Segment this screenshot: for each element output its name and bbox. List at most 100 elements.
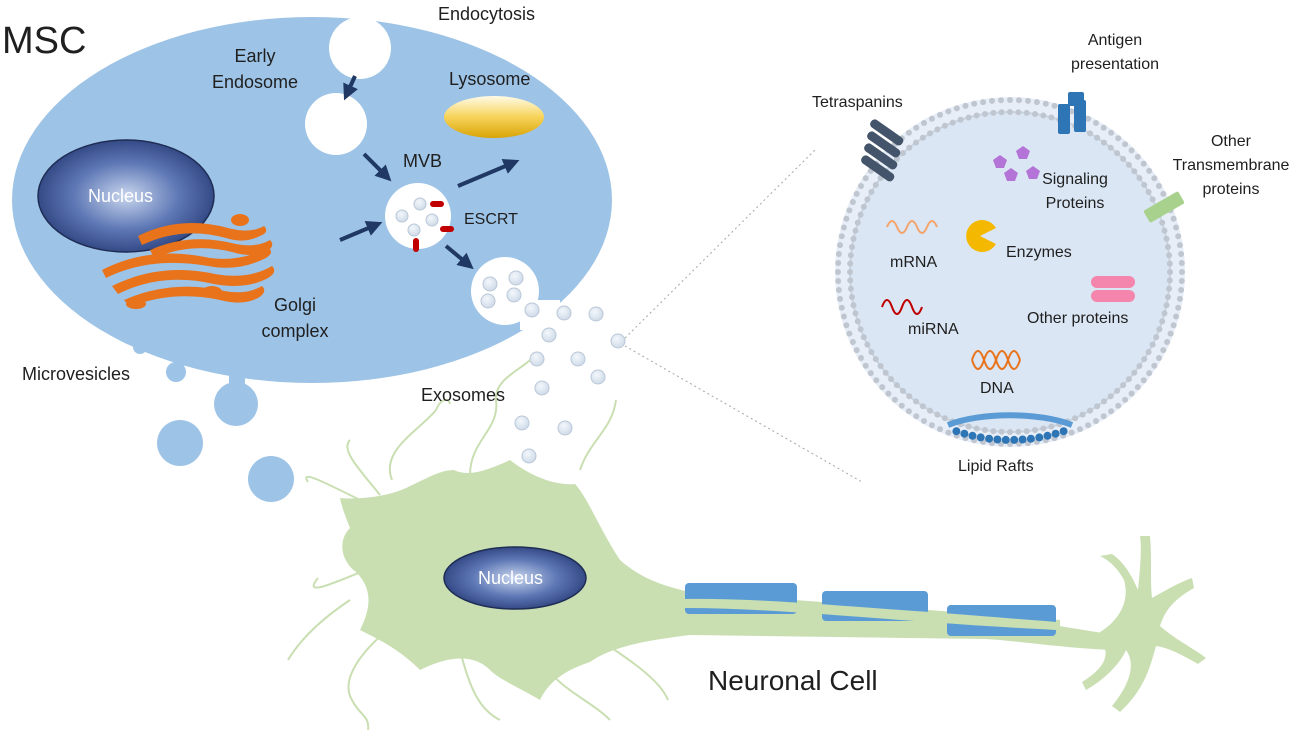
label-microvesicles: Microvesicles <box>22 364 131 384</box>
lipid-head <box>849 294 855 300</box>
lipid-head <box>1032 111 1038 117</box>
lipid-raft-head <box>1051 429 1060 438</box>
lipid-head <box>982 427 988 433</box>
exosome-budding <box>508 270 524 286</box>
lipid-head <box>843 322 850 329</box>
lipid-rafts <box>946 412 1074 428</box>
exosome <box>590 369 606 385</box>
lipid-head <box>1164 339 1171 345</box>
microvesicle <box>157 420 203 466</box>
lipid-raft-head <box>1043 431 1052 440</box>
lipid-head <box>862 362 869 369</box>
lipid-head <box>882 369 889 376</box>
lipid-raft-head <box>1035 433 1044 442</box>
lipid-head <box>1016 97 1022 104</box>
lipid-head <box>840 224 847 231</box>
lipid-head <box>1166 277 1173 284</box>
label-neuron-nucleus: Nucleus <box>478 568 544 588</box>
lipid-head <box>898 402 905 409</box>
lipid-head <box>1173 224 1180 231</box>
early-endosome <box>305 93 367 155</box>
lipid-head <box>1178 287 1185 293</box>
lipid-head <box>928 422 935 429</box>
label-golgi-line2: complex <box>261 321 329 341</box>
lipid-head <box>854 318 861 325</box>
exosome <box>534 380 550 396</box>
mvb-inner-vesicle <box>395 209 409 223</box>
lipid-head <box>1100 124 1107 131</box>
lipid-head <box>965 423 972 430</box>
exosome <box>529 351 545 367</box>
lipid-head <box>1048 114 1055 121</box>
lipid-head <box>919 134 926 141</box>
label-lysosome: Lysosome <box>449 69 531 89</box>
neuron-soma <box>340 460 1060 700</box>
exosome-budding <box>480 293 496 309</box>
lipid-head <box>891 396 898 403</box>
lipid-head <box>1114 150 1121 157</box>
neuron <box>287 359 1206 731</box>
exosome <box>514 415 530 431</box>
escrt-mark <box>430 201 444 207</box>
lipid-raft-head <box>952 427 961 436</box>
lipid-head <box>1160 190 1167 197</box>
endocytosis-vesicle <box>329 17 391 79</box>
lipid-head <box>1159 318 1166 325</box>
microvesicle-neck <box>229 360 245 386</box>
lipid-head <box>1122 396 1129 403</box>
lipid-head <box>1145 189 1152 195</box>
lipid-head <box>852 227 859 234</box>
arrow-endocytosis-to-endosome <box>343 75 358 101</box>
lipid-head <box>835 260 842 266</box>
lipid-head <box>1068 429 1075 436</box>
lipid-head <box>1100 413 1107 420</box>
lipid-head <box>1128 147 1135 154</box>
lipid-head <box>905 129 912 136</box>
tetraspanin <box>861 119 904 182</box>
lipid-head <box>1115 135 1122 142</box>
lipid-head <box>945 429 952 436</box>
lipid-head <box>1128 390 1135 397</box>
lipid-head <box>1175 304 1182 311</box>
lipid-head <box>1093 120 1099 126</box>
lipid-head <box>927 407 933 414</box>
axon-terminal <box>1082 536 1206 712</box>
lipid-head <box>913 413 920 420</box>
lipid-raft-head <box>960 429 969 438</box>
escrt-mark <box>413 238 419 252</box>
lipid-head <box>1136 175 1143 181</box>
lipid-head <box>1048 423 1055 430</box>
msc-title: MSC <box>2 20 87 62</box>
lipid-raft-head <box>1010 435 1019 444</box>
lipid-head <box>1176 242 1183 249</box>
lipid-head <box>888 376 895 383</box>
lipid-head <box>1166 285 1173 292</box>
lipid-head <box>1141 356 1148 363</box>
msc-nucleus <box>37 139 215 253</box>
lipid-head <box>860 203 867 210</box>
lipid-head <box>1007 429 1013 435</box>
lipid-head <box>1161 310 1168 317</box>
label-escrt: ESCRT <box>464 211 518 228</box>
lipid-head <box>1085 422 1092 429</box>
label-antigen-line1: Antigen <box>1087 32 1143 49</box>
lipid-head <box>1115 402 1122 409</box>
lipid-head <box>1101 139 1107 146</box>
mvb <box>385 183 451 249</box>
lipid-head <box>835 269 841 275</box>
lipid-head <box>854 219 861 226</box>
lipid-head <box>1151 175 1158 182</box>
exosome <box>557 420 573 436</box>
zoom-line-upper <box>624 149 816 339</box>
lipid-head <box>853 347 860 354</box>
lipid-raft-head <box>1018 435 1027 444</box>
label-signaling-line2: Proteins <box>1045 195 1105 212</box>
lipid-head <box>1140 377 1147 384</box>
lipid-head <box>1166 252 1173 259</box>
lipid-head <box>905 408 912 415</box>
lipid-head <box>1173 313 1180 320</box>
lipid-head <box>850 235 857 242</box>
lipid-head <box>1131 168 1138 175</box>
lipid-head <box>953 105 960 112</box>
lipid-head <box>872 181 879 188</box>
